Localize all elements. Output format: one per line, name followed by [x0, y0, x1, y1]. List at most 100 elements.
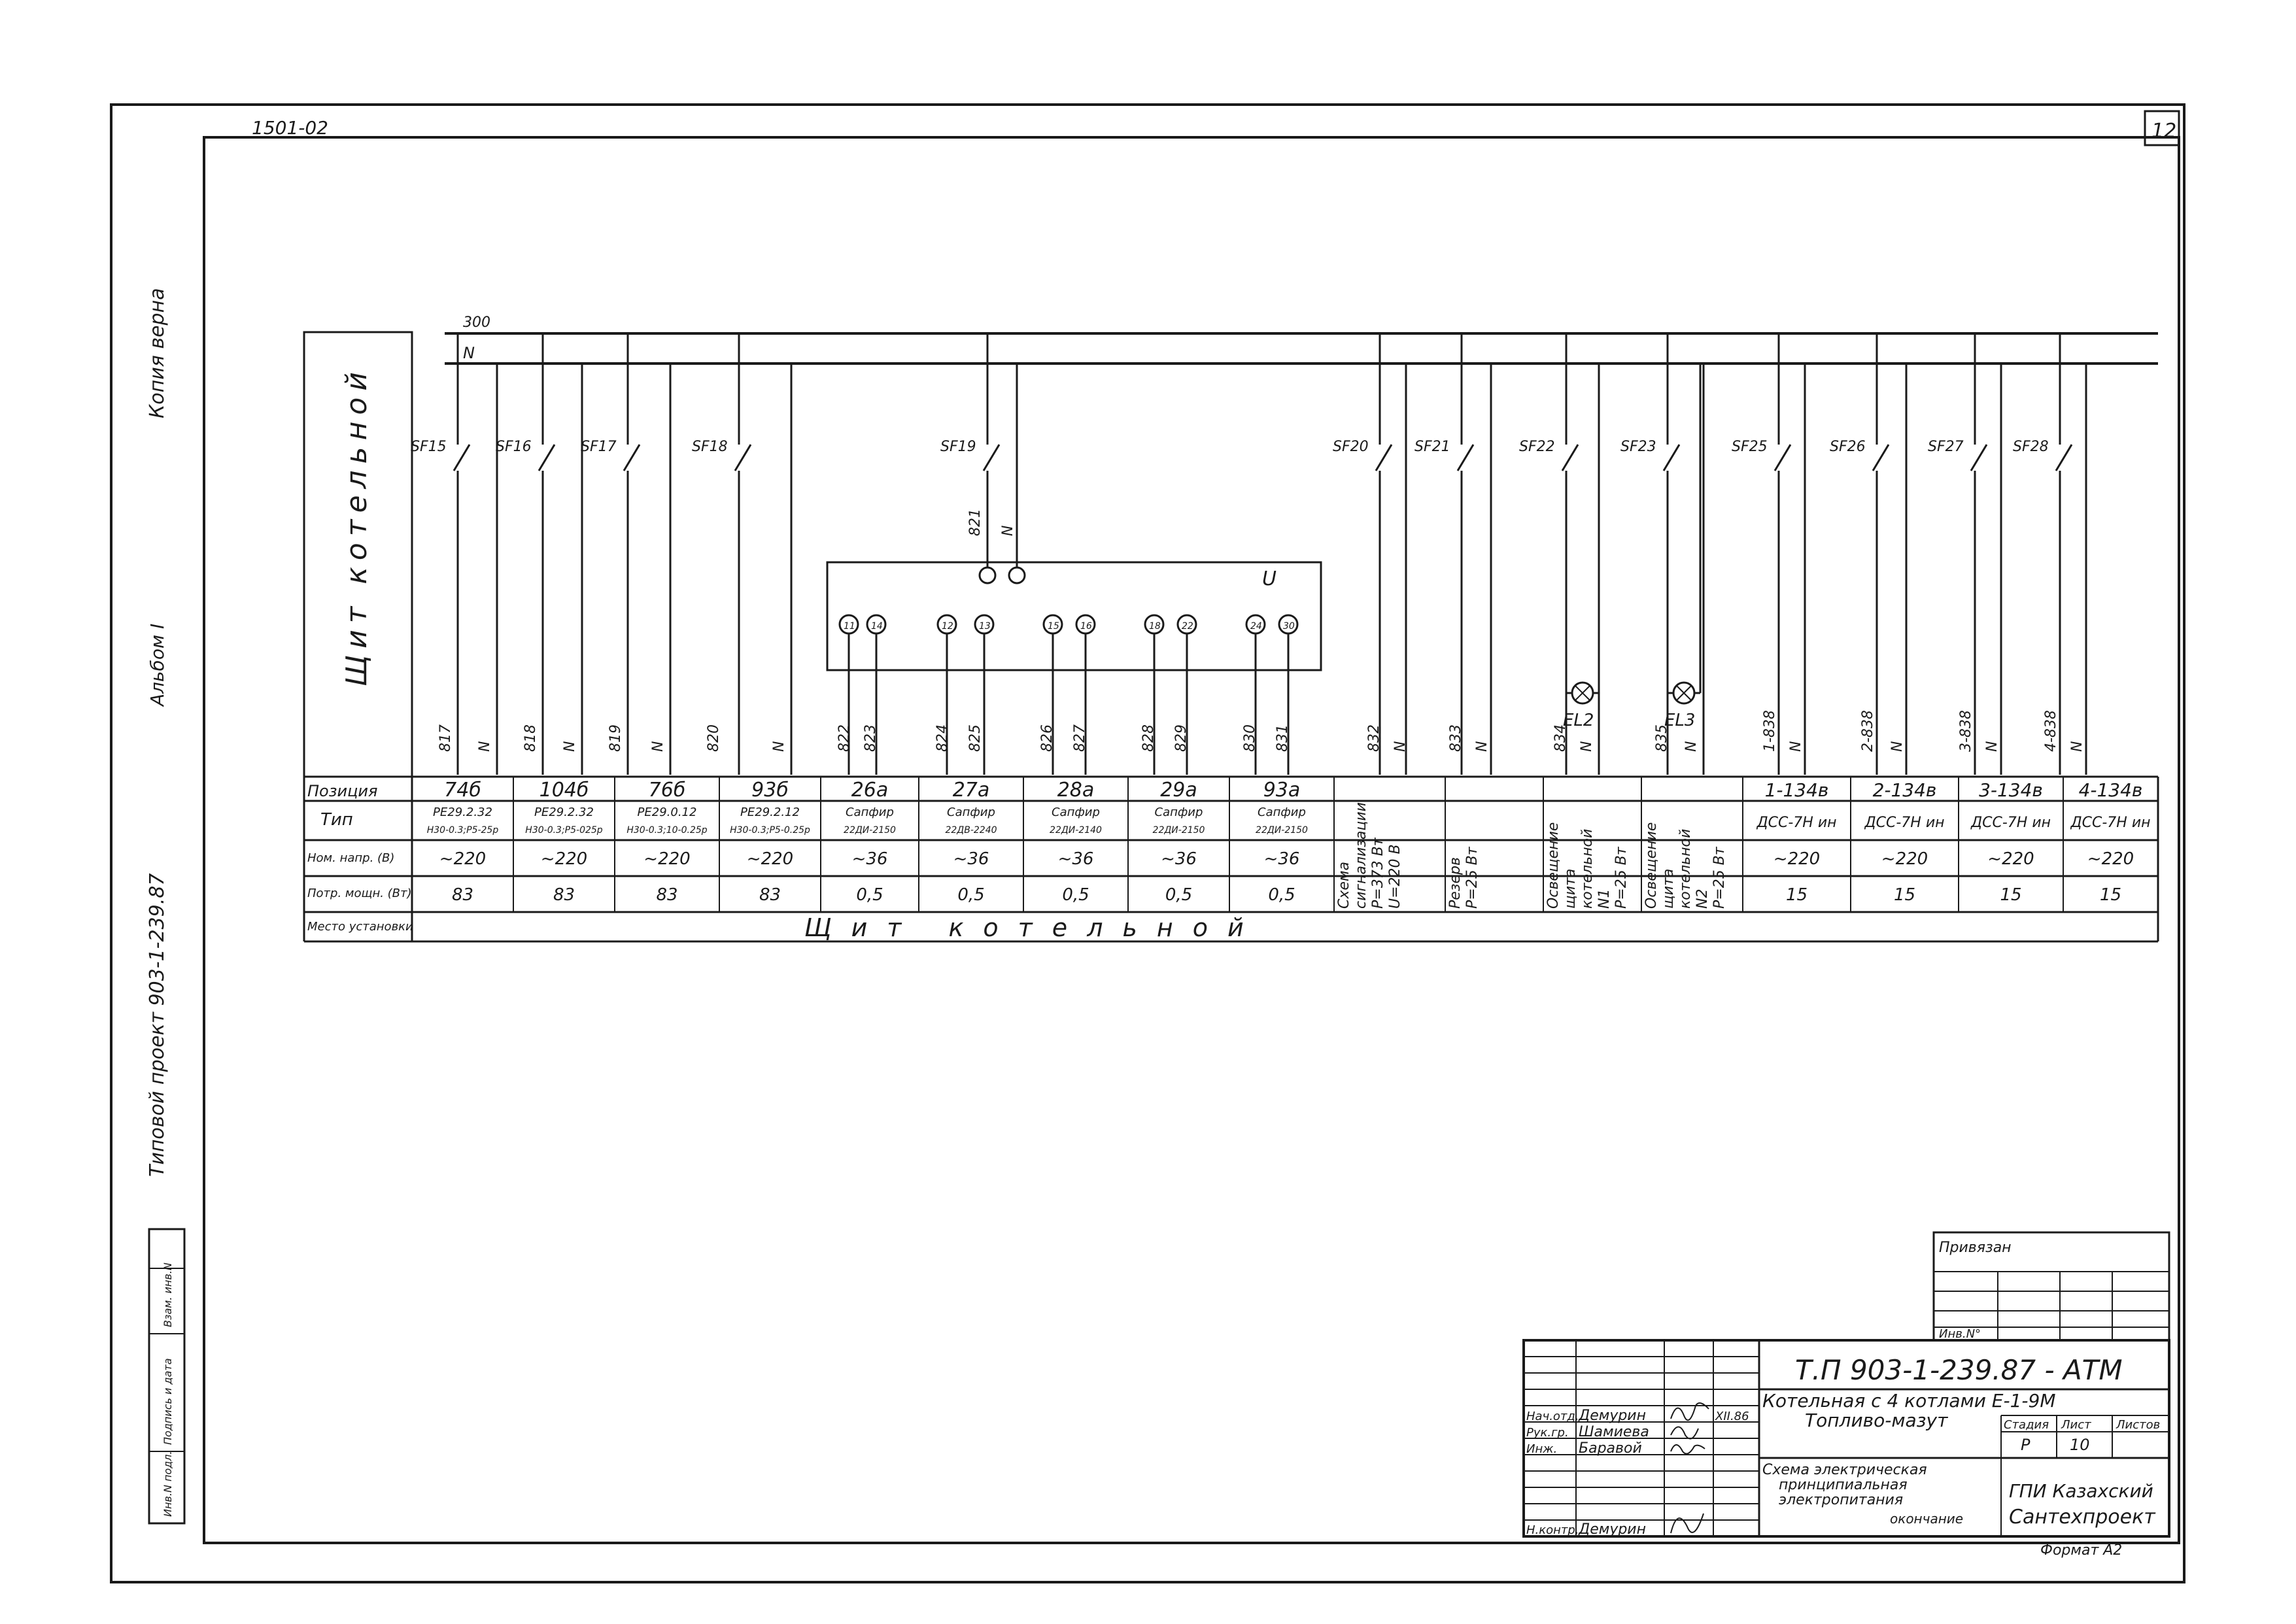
wire-number-n: N — [2069, 741, 2085, 752]
breaker-label-sf19: SF19 — [940, 439, 976, 455]
project-label: Типовой проект 903-1-239.87 — [146, 873, 169, 1177]
cell-type-line2: Н30-0.3;10-0.25р — [626, 825, 707, 836]
lamp-cross — [1676, 685, 1692, 701]
terminal-number: 12 — [942, 621, 953, 632]
cell-type-line2: Н30-0.3;Р5-0.25р — [730, 825, 810, 836]
terminal-number: 30 — [1283, 621, 1295, 632]
side-stamp-2: Подпись и дата — [162, 1358, 174, 1445]
cell-voltage: ~220 — [1987, 849, 2034, 869]
row-label-power: Потр. мощн. (Вт) — [307, 887, 412, 900]
breaker-contact — [1561, 444, 1579, 471]
cell-position: 27а — [953, 779, 990, 802]
wire-number-817: 817 — [437, 724, 454, 752]
feed-label-821: 821 — [967, 509, 984, 536]
privyazan-label: Привязан — [1939, 1240, 2012, 1256]
wire-number-825: 825 — [967, 724, 984, 752]
doc-code: 1501-02 — [252, 117, 328, 139]
special-column-text: Р=373 Вт — [1370, 837, 1386, 909]
cell-type-line1: РЕ29.2.32 — [534, 805, 594, 819]
cell-power: 83 — [553, 885, 575, 905]
cell-voltage: ~36 — [953, 849, 989, 869]
role-1: Нач.отд. — [1526, 1410, 1579, 1423]
terminal-number: 13 — [979, 621, 991, 632]
wire-number-n: N — [1683, 741, 1700, 752]
inner-frame — [203, 136, 2180, 1544]
breaker-label-sf18: SF18 — [692, 439, 728, 455]
bus-label: 300 — [463, 314, 490, 331]
cell-type-line1: РЕ29.2.32 — [433, 805, 492, 819]
terminal-number: 24 — [1250, 621, 1262, 632]
side-stamp-1: Инв.N подл. — [162, 1451, 174, 1517]
wire-number-832: 832 — [1366, 724, 1382, 752]
special-column-text: Освещение — [1643, 822, 1660, 909]
breaker-contact — [1375, 444, 1393, 471]
special-column-text: щита — [1562, 869, 1579, 909]
terminal-number: 14 — [871, 621, 883, 632]
terminal-number: 11 — [844, 621, 855, 632]
breaker-label-sf21: SF21 — [1414, 439, 1450, 455]
breaker-label-sf25: SF25 — [1732, 439, 1768, 455]
wire-number-n: N — [1579, 741, 1595, 752]
cell-voltage: ~220 — [439, 849, 486, 869]
cell-type-line1: Сапфир — [846, 805, 894, 819]
cell-type-line2: 22ДВ-2240 — [945, 825, 997, 836]
feed-label-n: N — [1000, 526, 1016, 536]
breaker-label-sf22: SF22 — [1519, 439, 1555, 455]
device-label: U — [1262, 567, 1277, 590]
terminal-number: 15 — [1048, 621, 1059, 632]
cell-position: 1-134в — [1765, 779, 1829, 801]
name-3: Баравой — [1579, 1440, 1642, 1457]
panel-title: Щит котельной — [340, 365, 373, 686]
drawing-name-4: окончание — [1890, 1511, 1963, 1527]
name-4: Демурин — [1578, 1521, 1646, 1538]
cell-type-line1: РЕ29.0.12 — [638, 805, 697, 819]
terminal-in — [978, 566, 997, 584]
sheet-label: Лист — [2061, 1418, 2091, 1432]
sheet-number-box — [2144, 110, 2180, 146]
name-2: Шамиева — [1579, 1424, 1649, 1440]
cell-type-line2: Н30-0.3;Р5-025р — [525, 825, 602, 836]
lamp-label-el2: EL2 — [1563, 711, 1594, 730]
cell-voltage: ~220 — [1773, 849, 1820, 869]
object-name-1: Котельная с 4 котлами Е-1-9М — [1762, 1390, 2055, 1412]
signature-3 — [1670, 1444, 1705, 1455]
cell-voltage: ~36 — [852, 849, 888, 869]
cell-voltage: ~220 — [1881, 849, 1928, 869]
cell-type-line2: Н30-0.3;Р5-25р — [427, 825, 499, 836]
wire-number-834: 834 — [1552, 724, 1569, 752]
cell-power: 83 — [656, 885, 677, 905]
breaker-contact — [1773, 444, 1792, 471]
terminal-number: 22 — [1182, 621, 1193, 632]
cell-position: 26а — [851, 779, 889, 802]
role-4: Н.контр. — [1526, 1523, 1579, 1537]
wire-number-3-838: 3-838 — [1958, 710, 1974, 752]
wire-number-820: 820 — [706, 724, 722, 752]
cell-power: 0,5 — [1165, 885, 1192, 905]
sheet-number: 12 — [2151, 120, 2176, 143]
breaker-contact — [2055, 444, 2073, 471]
breaker-label-sf27: SF27 — [1928, 439, 1964, 455]
cell-voltage: ~36 — [1058, 849, 1094, 869]
drawing-name-3: электропитания — [1779, 1492, 1903, 1508]
special-column-text: Р=25 Вт — [1464, 846, 1481, 909]
inv-no-label: Инв.N° — [1939, 1327, 1981, 1341]
special-column-text: Схема — [1336, 862, 1352, 909]
special-column-text: Р=25 Вт — [1613, 846, 1630, 909]
cell-power: 0,5 — [1062, 885, 1089, 905]
title-block: Привязан Инв.N° Нач.отд. Рук.гр. Инж. Н.… — [1522, 1231, 2170, 1559]
wire-number-2-838: 2-838 — [1860, 710, 1876, 752]
object-name-2: Топливо-мазут — [1805, 1410, 1948, 1431]
breaker-contact — [453, 444, 471, 471]
neutral-label: N — [463, 344, 475, 362]
side-stamp: Инв.N подл. Подпись и дата Взам. инв.N — [148, 1228, 186, 1525]
breaker-label-sf16: SF16 — [496, 439, 532, 455]
designation: Т.П 903-1-239.87 - АТМ — [1795, 1354, 2123, 1386]
cell-voltage: ~220 — [747, 849, 793, 869]
role-2: Рук.гр. — [1526, 1426, 1569, 1440]
special-column-text: котельной — [1579, 829, 1596, 909]
cell-position: 76б — [649, 779, 686, 802]
wire-number-822: 822 — [836, 724, 853, 752]
cell-power: 0,5 — [1268, 885, 1295, 905]
